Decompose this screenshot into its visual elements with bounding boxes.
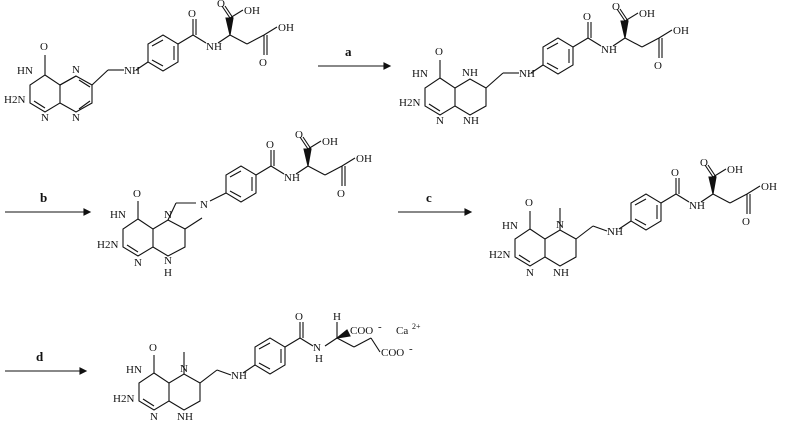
- atom-label: N: [41, 112, 49, 124]
- atom-label: NH: [177, 411, 193, 423]
- step-label-d: d: [36, 349, 44, 364]
- atom-label: COO: [350, 325, 373, 337]
- atom-label: NH: [553, 267, 569, 279]
- atom-label: N: [526, 267, 534, 279]
- atom-label: O: [133, 188, 141, 200]
- atom-label: N: [150, 411, 158, 423]
- atom-label: O: [40, 41, 48, 53]
- atom-label: NH: [124, 65, 140, 77]
- atom-label: O: [337, 188, 345, 200]
- atom-label: N: [313, 342, 321, 354]
- atom-label: OH: [244, 5, 260, 17]
- atom-label: N: [180, 363, 188, 375]
- atom-label: N: [164, 255, 172, 267]
- atom-label: OH: [639, 8, 655, 20]
- molecule-tetrahydrofolic-acid: O HN N H2N NH NH NH O NH O OH O OH: [399, 1, 689, 127]
- atom-label: HN: [502, 220, 518, 232]
- atom-label: N: [134, 257, 142, 269]
- atom-label: N: [164, 209, 172, 221]
- atom-label: N: [556, 219, 564, 231]
- atom-label: O: [295, 311, 303, 323]
- atom-label: NH: [689, 200, 705, 212]
- atom-label: NH: [463, 115, 479, 127]
- step-label-a: a: [345, 44, 352, 59]
- atom-label: N: [72, 64, 80, 76]
- atom-label: O: [742, 216, 750, 228]
- step-arrow-a: a: [318, 44, 392, 70]
- atom-label: O: [654, 60, 662, 72]
- atom-label: H: [333, 311, 341, 323]
- atom-label: OH: [322, 136, 338, 148]
- atom-label: H2N: [97, 239, 118, 251]
- atom-label: O: [435, 46, 443, 58]
- atom-label: O: [612, 1, 620, 13]
- atom-label: O: [149, 342, 157, 354]
- atom-label: NH: [607, 226, 623, 238]
- atom-label: O: [217, 0, 225, 10]
- atom-label: NH: [206, 41, 222, 53]
- atom-label: O: [583, 11, 591, 23]
- counter-ion-label: Ca: [396, 325, 408, 337]
- atom-label: NH: [462, 67, 478, 79]
- atom-label: H2N: [489, 249, 510, 261]
- atom-label: NH: [519, 68, 535, 80]
- atom-label: -: [378, 321, 382, 333]
- step-label-b: b: [40, 190, 47, 205]
- atom-label: NH: [284, 172, 300, 184]
- atom-label: OH: [278, 22, 294, 34]
- step-arrow-b: b: [5, 190, 92, 216]
- molecule-methylene-thf: O HN N H2N N N H N O NH O OH O OH: [97, 129, 372, 279]
- atom-label: OH: [356, 153, 372, 165]
- step-arrow-c: c: [398, 190, 473, 216]
- atom-label: N: [436, 115, 444, 127]
- atom-label: O: [671, 167, 679, 179]
- atom-label: H2N: [399, 97, 420, 109]
- atom-label: HN: [126, 364, 142, 376]
- molecule-methyl-thf: O HN N H2N N NH NH O NH O OH O OH: [489, 157, 777, 279]
- atom-label: H2N: [4, 94, 25, 106]
- atom-label: OH: [727, 164, 743, 176]
- atom-label: H: [164, 267, 172, 279]
- atom-label: O: [188, 8, 196, 20]
- atom-label: HN: [110, 209, 126, 221]
- atom-label: H: [315, 353, 323, 365]
- atom-label: HN: [17, 65, 33, 77]
- atom-label: O: [295, 129, 303, 141]
- atom-label: O: [259, 57, 267, 69]
- atom-label: N: [72, 112, 80, 124]
- atom-label: O: [525, 197, 533, 209]
- atom-label: O: [266, 139, 274, 151]
- molecule-folic-acid: O HN N N N H2N NH O NH O OH O OH: [4, 0, 294, 124]
- atom-label: NH: [601, 44, 617, 56]
- atom-label: OH: [673, 25, 689, 37]
- atom-label: NH: [231, 370, 247, 382]
- atom-label: -: [409, 343, 413, 355]
- atom-label: N: [200, 199, 208, 211]
- molecule-calcium-methylfolate: O HN N H2N N NH NH O N H H COO - COO - C…: [113, 311, 421, 423]
- counter-ion-charge: 2+: [412, 322, 421, 331]
- atom-label: HN: [412, 68, 428, 80]
- atom-label: H2N: [113, 393, 134, 405]
- atom-label: COO: [381, 347, 404, 359]
- atom-label: O: [700, 157, 708, 169]
- step-label-c: c: [426, 190, 432, 205]
- atom-label: OH: [761, 181, 777, 193]
- step-arrow-d: d: [5, 349, 88, 375]
